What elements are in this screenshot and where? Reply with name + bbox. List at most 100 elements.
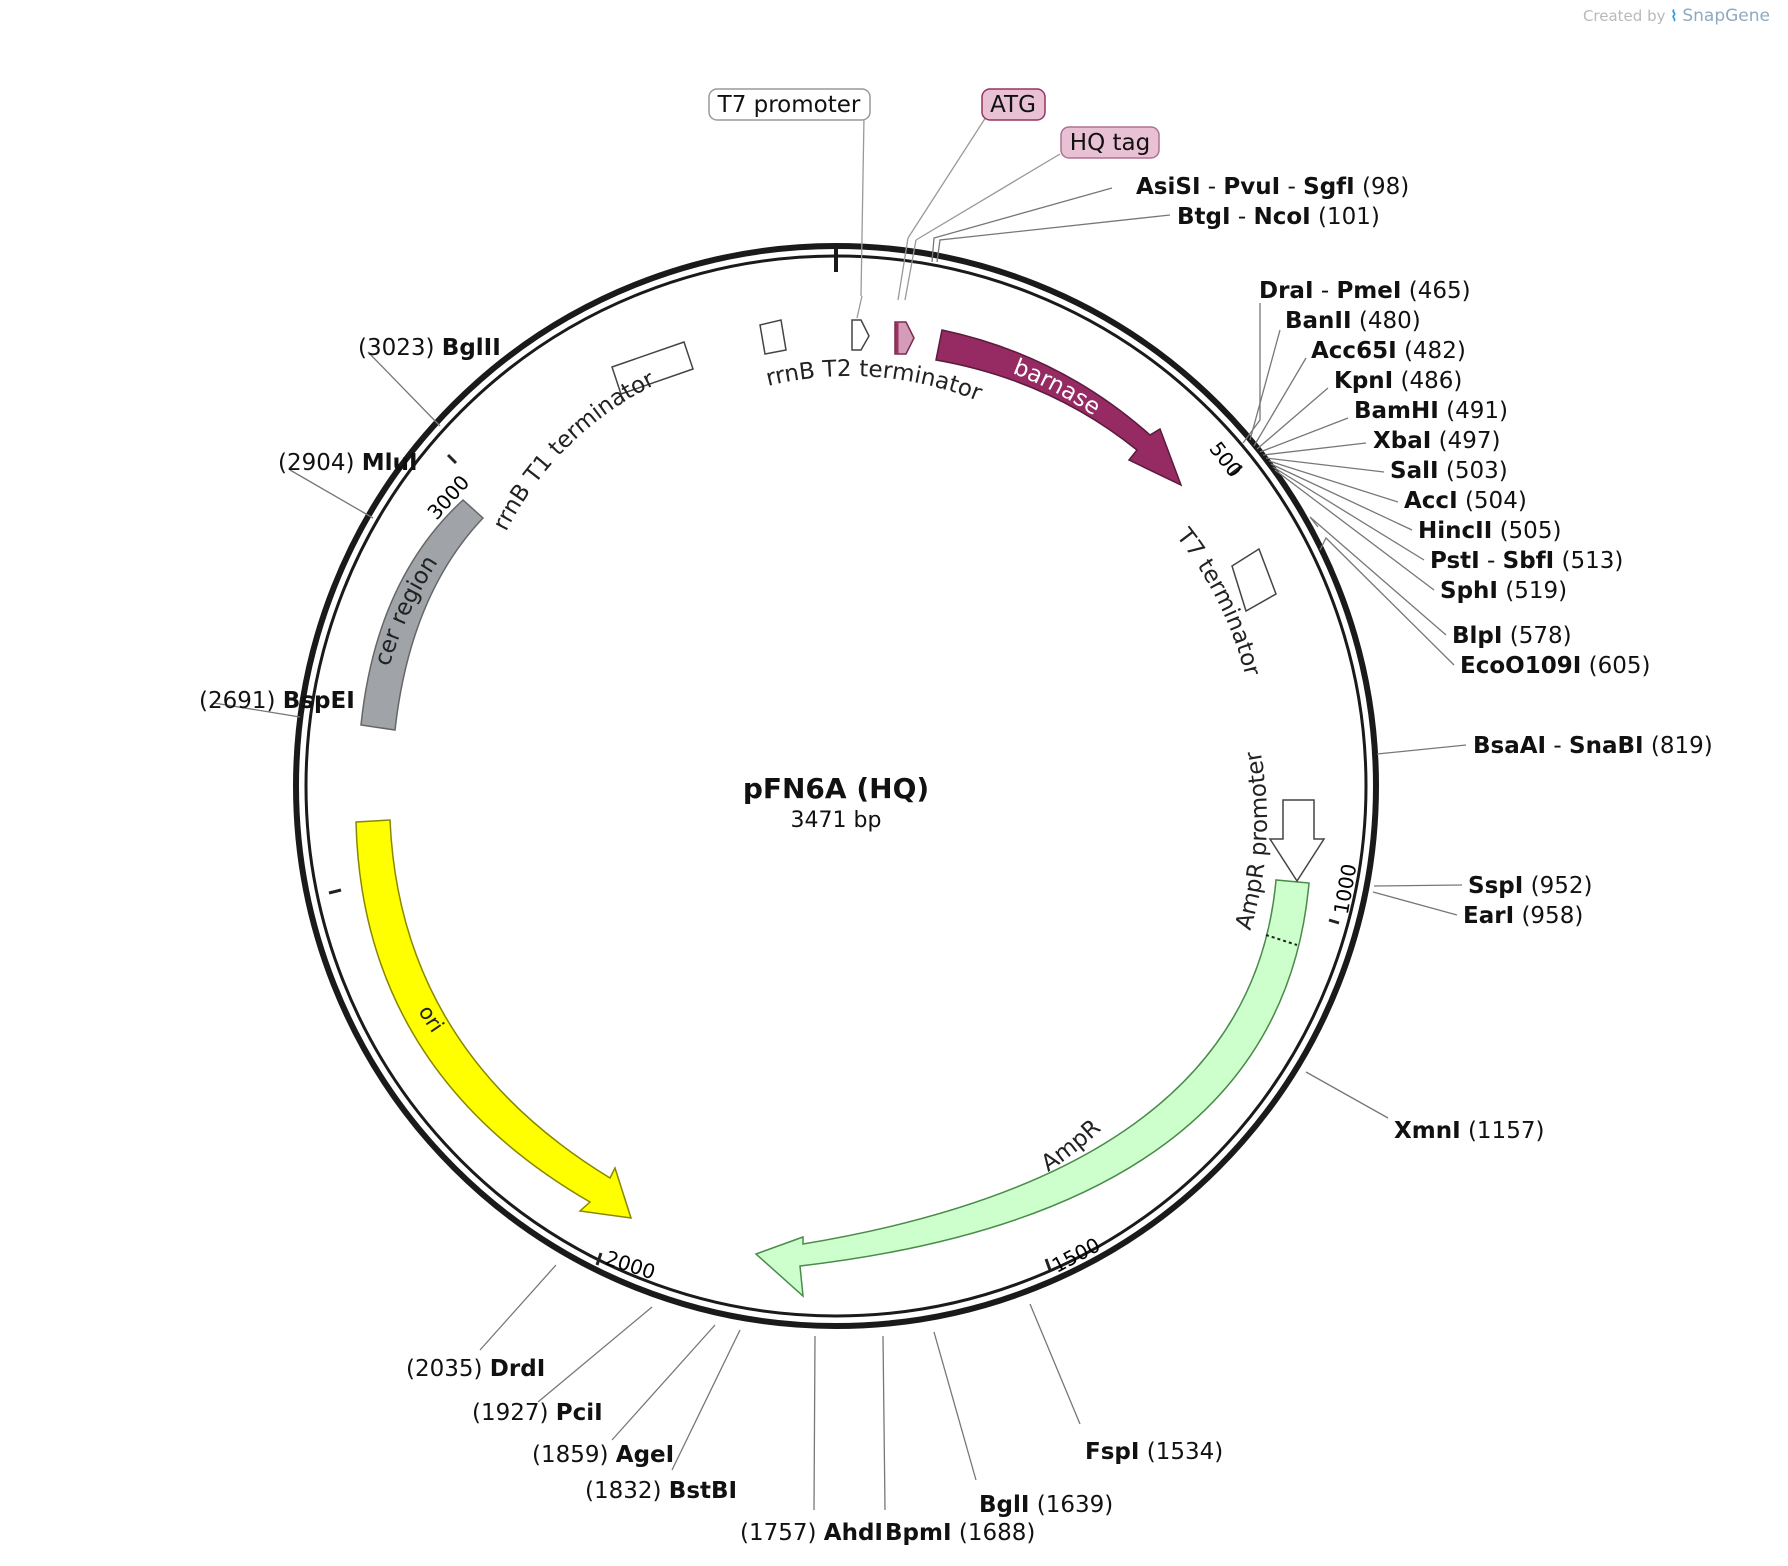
- callout-atg[interactable]: ATG: [981, 88, 1046, 121]
- site-label-xmni[interactable]: XmnI (1157): [1394, 1118, 1544, 1144]
- site-label-bpmi[interactable]: BpmI (1688): [885, 1520, 1035, 1546]
- site-label-bamhi[interactable]: BamHI (491): [1354, 398, 1508, 424]
- site-label-blpi[interactable]: BlpI (578): [1452, 623, 1572, 649]
- callouts: T7 promoter ATG HQ tag: [708, 88, 1160, 319]
- snapgene-watermark: Created by ⌇ SnapGene: [1583, 6, 1770, 26]
- site-label-sspi[interactable]: SspI (952): [1468, 873, 1592, 899]
- site-leader-agei: [611, 1324, 716, 1441]
- enzyme-name: BspEI: [283, 688, 355, 714]
- site-label-asisi[interactable]: AsiSI - PvuI - SgfI (98): [1136, 174, 1409, 200]
- site-position: (958): [1521, 903, 1583, 929]
- site-label-drai[interactable]: DraI - PmeI (465): [1259, 278, 1471, 304]
- site-label-drdi[interactable]: (2035) DrdI: [406, 1356, 545, 1382]
- site-label-bsaai[interactable]: BsaAI - SnaBI (819): [1473, 733, 1713, 759]
- site-position: (3023): [358, 335, 434, 361]
- feature-ampr-promoter[interactable]: [1268, 799, 1326, 883]
- plasmid-name: pFN6A (HQ): [743, 772, 929, 805]
- site-leader-ecoo109i: [1319, 536, 1455, 666]
- enzyme-name: KpnI: [1334, 368, 1393, 394]
- callout-t7-promoter-text: T7 promoter: [717, 92, 861, 118]
- site-leader-bgli: [933, 1331, 977, 1481]
- watermark-brand: SnapGene: [1682, 6, 1770, 26]
- site-label-fspi[interactable]: FspI (1534): [1085, 1439, 1223, 1465]
- enzyme-name: SalI: [1390, 458, 1439, 484]
- site-label-sphi[interactable]: SphI (519): [1440, 578, 1567, 604]
- restriction-site-leaders: [213, 187, 1467, 1511]
- site-leader-psti: [1272, 466, 1425, 561]
- enzyme-name: AsiSI: [1136, 174, 1201, 200]
- site-label-bgli[interactable]: BglI (1639): [979, 1492, 1113, 1518]
- site-position: (465): [1409, 278, 1471, 304]
- site-label-ahdi[interactable]: (1757) AhdI: [740, 1520, 883, 1546]
- callout-hq-tag[interactable]: HQ tag: [1060, 126, 1160, 159]
- site-label-mlui[interactable]: (2904) MluI: [278, 450, 418, 476]
- site-label-btgi[interactable]: BtgI - NcoI (101): [1177, 204, 1380, 230]
- site-label-banii[interactable]: BanII (480): [1285, 308, 1421, 334]
- site-position: (1688): [959, 1520, 1035, 1546]
- site-position: (605): [1589, 653, 1651, 679]
- site-label-eari[interactable]: EarI (958): [1463, 903, 1583, 929]
- site-position: (98): [1362, 174, 1409, 200]
- site-position: (819): [1651, 733, 1713, 759]
- feature-t7-promoter-arrow[interactable]: [851, 319, 870, 351]
- site-label-acci[interactable]: AccI (504): [1404, 488, 1527, 514]
- site-label-agei[interactable]: (1859) AgeI: [532, 1442, 674, 1468]
- site-label-pcii[interactable]: (1927) PciI: [472, 1400, 603, 1426]
- tick-500: [1229, 464, 1243, 477]
- site-label-kpni[interactable]: KpnI (486): [1334, 368, 1462, 394]
- feature-ampr[interactable]: [754, 879, 1310, 1298]
- tick-1500: [1044, 1258, 1052, 1271]
- enzyme-name: FspI: [1085, 1439, 1139, 1465]
- feature-t7-terminator[interactable]: [1231, 547, 1277, 613]
- enzyme-name: BtgI: [1177, 204, 1231, 230]
- site-position: (952): [1531, 873, 1593, 899]
- site-position: (101): [1318, 204, 1380, 230]
- enzyme-name: AhdI: [824, 1520, 883, 1546]
- site-position: (2904): [278, 450, 354, 476]
- site-leader-acc65i: [1253, 357, 1307, 447]
- enzyme-name: SphI: [1440, 578, 1498, 604]
- enzyme-name: SgfI: [1303, 174, 1355, 200]
- feature-ori[interactable]: [355, 819, 633, 1219]
- site-label-acc65i[interactable]: Acc65I (482): [1311, 338, 1466, 364]
- enzyme-name: SspI: [1468, 873, 1523, 899]
- enzyme-name: PmeI: [1336, 278, 1401, 304]
- site-leader-asisi: [931, 187, 1113, 263]
- enzyme-name: DrdI: [490, 1356, 545, 1382]
- site-label-psti[interactable]: PstI - SbfI (513): [1430, 548, 1623, 574]
- feature-rrnb-t1-terminator[interactable]: [611, 341, 694, 395]
- feature-rrnb-t2-terminator[interactable]: [759, 319, 787, 355]
- site-label-xbai[interactable]: XbaI (497): [1373, 428, 1500, 454]
- tick-3000: [446, 453, 458, 465]
- site-label-bglii[interactable]: (3023) BglII: [358, 335, 501, 361]
- site-position: (519): [1505, 578, 1567, 604]
- enzyme-name: EarI: [1463, 903, 1514, 929]
- site-leader-acci: [1268, 460, 1399, 503]
- site-leader-blpi: [1309, 516, 1447, 636]
- feature-cer-region[interactable]: [360, 498, 485, 731]
- site-label-hincii[interactable]: HincII (505): [1418, 518, 1561, 544]
- site-position: (1757): [740, 1520, 816, 1546]
- callout-hq-tag-text: HQ tag: [1070, 130, 1150, 156]
- site-position: (503): [1446, 458, 1508, 484]
- enzyme-name: BsaAI: [1473, 733, 1546, 759]
- site-label-sali[interactable]: SalI (503): [1390, 458, 1508, 484]
- site-leader-bsaai: [1376, 744, 1467, 755]
- callout-t7-promoter[interactable]: T7 promoter: [708, 88, 871, 121]
- tick-2000: [595, 1252, 603, 1266]
- restriction-sites: AsiSI - PvuI - SgfI (98) BtgI - NcoI (101…: [199, 174, 1713, 1546]
- site-leader-bstbi: [671, 1329, 741, 1471]
- site-label-bspei[interactable]: (2691) BspEI: [199, 688, 355, 714]
- feature-atg-hq-arrow[interactable]: [894, 321, 915, 355]
- site-label-bstbi[interactable]: (1832) BstBI: [585, 1478, 737, 1504]
- site-position: (491): [1446, 398, 1508, 424]
- site-leader-eari: [1372, 891, 1458, 916]
- site-label-ecoo109i[interactable]: EcoO109I (605): [1460, 653, 1650, 679]
- feature-barnase[interactable]: [935, 329, 1183, 487]
- watermark-prefix: Created by: [1582, 7, 1666, 25]
- tick-2500: [328, 888, 342, 895]
- site-leader-bamhi: [1259, 417, 1349, 453]
- site-position: (2691): [199, 688, 275, 714]
- site-leader-pcii: [537, 1306, 653, 1403]
- site-position: (504): [1465, 488, 1527, 514]
